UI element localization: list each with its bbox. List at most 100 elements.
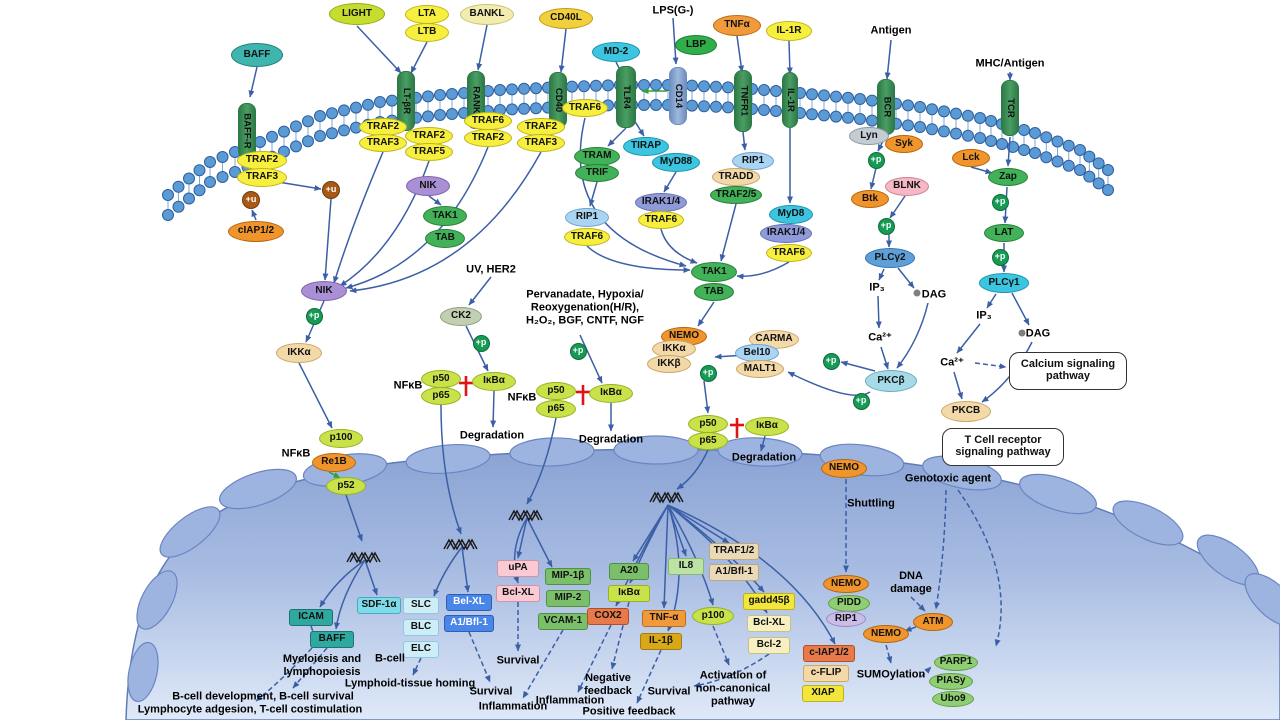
node-tradd[interactable]: TRADD	[712, 168, 760, 186]
node-traf6[interactable]: TRAF6	[464, 112, 512, 130]
node-tlr4[interactable]: TLR4	[616, 66, 636, 128]
node-bcr[interactable]: BCR	[877, 79, 895, 135]
node-elc[interactable]: ELC	[403, 640, 439, 658]
node-atm[interactable]: ATM	[913, 613, 953, 631]
node-nemo[interactable]: NEMO	[823, 575, 869, 593]
node-t-cell-receptor-signaling-pathway[interactable]: T Cell receptor signaling pathway	[942, 428, 1064, 466]
node-tab[interactable]: TAB	[694, 283, 734, 301]
node-p50[interactable]: p50	[421, 370, 461, 388]
node-p[interactable]: +p	[877, 217, 895, 235]
node-blc[interactable]: BLC	[403, 618, 439, 636]
node-nik[interactable]: NIK	[301, 281, 347, 301]
node-il-1[interactable]: IL-1β	[640, 632, 682, 650]
node-irak1-4[interactable]: IRAK1/4	[760, 223, 812, 243]
node-syk[interactable]: Syk	[885, 135, 923, 153]
node-a20[interactable]: A20	[609, 562, 649, 580]
node-md-2[interactable]: MD-2	[592, 42, 640, 62]
node-traf5[interactable]: TRAF5	[405, 143, 453, 161]
node-btk[interactable]: Btk	[851, 190, 889, 208]
node-rip1[interactable]: RIP1	[732, 152, 774, 170]
node-traf1-2[interactable]: TRAF1/2	[709, 542, 759, 560]
node-u[interactable]: +u	[322, 181, 340, 199]
node-lck[interactable]: Lck	[952, 149, 990, 167]
node-rip1[interactable]: RIP1	[565, 207, 609, 227]
node-nik[interactable]: NIK	[406, 176, 450, 196]
node-u[interactable]: +u	[242, 191, 260, 209]
node-nemo[interactable]: NEMO	[821, 458, 867, 478]
node-blnk[interactable]: BLNK	[885, 176, 929, 196]
node-cd40l[interactable]: CD40L	[539, 7, 593, 29]
node-p[interactable]: +p	[569, 342, 587, 360]
node-xiap[interactable]: XIAP	[802, 684, 844, 702]
node-tak1[interactable]: TAK1	[691, 262, 737, 282]
node-a1-bfl-1[interactable]: A1/Bfl-1	[444, 614, 494, 632]
node-mip-1[interactable]: MIP-1β	[545, 567, 591, 585]
node-traf6[interactable]: TRAF6	[638, 211, 684, 229]
node-pidd[interactable]: PIDD	[828, 594, 870, 612]
node-p50[interactable]: p50	[688, 415, 728, 433]
node-nemo[interactable]: NEMO	[863, 625, 909, 643]
node-pkcb[interactable]: PKCB	[941, 400, 991, 422]
node-ck2[interactable]: CK2	[440, 306, 482, 326]
node-light[interactable]: LIGHT	[329, 3, 385, 25]
node-zap[interactable]: Zap	[988, 168, 1028, 186]
node-plc-1[interactable]: PLCγ1	[979, 273, 1029, 293]
node-p65[interactable]: p65	[688, 432, 728, 450]
node-trif[interactable]: TRIF	[575, 164, 619, 182]
node-p65[interactable]: p65	[421, 387, 461, 405]
node-cd14[interactable]: CD14	[669, 67, 687, 125]
node-traf6[interactable]: TRAF6	[564, 228, 610, 246]
node-p[interactable]: +p	[852, 392, 870, 410]
node-malt1[interactable]: MALT1	[736, 360, 784, 378]
node-irak1-4[interactable]: IRAK1/4	[635, 192, 687, 212]
node-p[interactable]: +p	[472, 334, 490, 352]
node-icam[interactable]: ICAM	[289, 608, 333, 626]
node-a1-bfl-1[interactable]: A1/Bfl-1	[709, 563, 759, 581]
node-traf2-5[interactable]: TRAF2/5	[710, 186, 762, 204]
node-il8[interactable]: IL8	[668, 557, 704, 575]
node-cox2[interactable]: COX2	[587, 607, 629, 625]
node-re1b[interactable]: Re1B	[312, 452, 356, 472]
node-sdf-1[interactable]: SDF-1α	[357, 596, 401, 614]
node-tab[interactable]: TAB	[425, 228, 465, 248]
node-bcl-2[interactable]: Bcl-2	[748, 636, 790, 654]
node-il-1r[interactable]: IL-1R	[766, 21, 812, 41]
node-parp1[interactable]: PARP1	[934, 653, 978, 671]
node-bcl-xl[interactable]: Bcl-XL	[496, 584, 540, 602]
node-traf3[interactable]: TRAF3	[359, 134, 407, 152]
node-plc-2[interactable]: PLCγ2	[865, 248, 915, 268]
node-slc[interactable]: SLC	[403, 596, 439, 614]
node-traf3[interactable]: TRAF3	[237, 167, 287, 187]
node-tram[interactable]: TRAM	[574, 146, 620, 166]
node-ubo9[interactable]: Ubo9	[932, 691, 974, 707]
node-tirap[interactable]: TIRAP	[623, 136, 669, 156]
node-tnfr1[interactable]: TNFR1	[734, 70, 752, 132]
node-baff[interactable]: BAFF	[231, 43, 283, 67]
node-i-b[interactable]: IκBα	[745, 416, 789, 436]
node-i-b[interactable]: IκBα	[589, 383, 633, 403]
node-lat[interactable]: LAT	[984, 224, 1024, 242]
node-ltb[interactable]: LTB	[405, 22, 449, 42]
node-piasy[interactable]: PIASy	[929, 672, 973, 690]
node-p[interactable]: +p	[867, 151, 885, 169]
node-i-b[interactable]: IκBα	[472, 371, 516, 391]
node-myd88[interactable]: MyD88	[652, 152, 700, 172]
node-p[interactable]: +p	[822, 352, 840, 370]
node-p100[interactable]: p100	[692, 607, 734, 625]
node-p[interactable]: +p	[991, 193, 1009, 211]
node-p[interactable]: +p	[305, 307, 323, 325]
node-bankl[interactable]: BANKL	[460, 3, 514, 25]
node-p65[interactable]: p65	[536, 400, 576, 418]
node-tnf[interactable]: TNFα	[713, 14, 761, 36]
node-calcium-signaling-pathway[interactable]: Calcium signaling pathway	[1009, 352, 1127, 390]
node-c-flip[interactable]: c-FLIP	[803, 664, 849, 682]
node-p[interactable]: +p	[699, 364, 717, 382]
node-rip1[interactable]: RIP1	[826, 611, 866, 627]
node-c-iap1-2[interactable]: c-IAP1/2	[803, 644, 855, 662]
node-tak1[interactable]: TAK1	[423, 206, 467, 226]
node-gadd45[interactable]: gadd45β	[743, 592, 795, 610]
node-bcl-xl[interactable]: Bcl-XL	[747, 614, 791, 632]
node-traf6[interactable]: TRAF6	[766, 244, 812, 262]
node-traf3[interactable]: TRAF3	[517, 134, 565, 152]
node-ciap1-2[interactable]: cIAP1/2	[228, 220, 284, 242]
